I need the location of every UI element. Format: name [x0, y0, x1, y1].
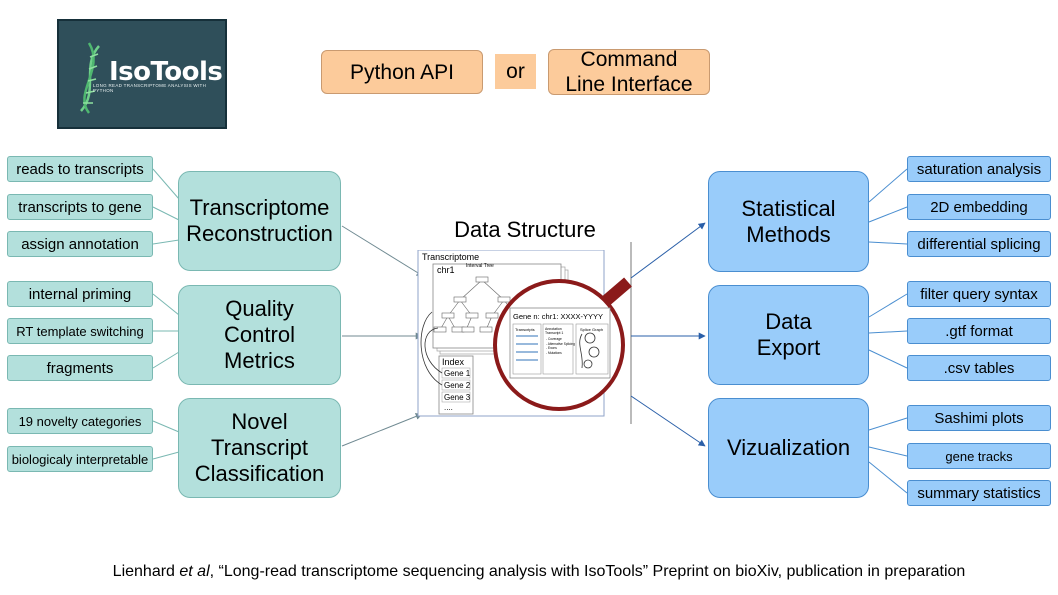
splice-graph-panel-label: Splice Graph: [580, 327, 604, 332]
index-label: Index: [442, 357, 465, 367]
rt-template-switching-item: RT template switching: [7, 318, 153, 344]
citation: Lienhard et al, “Long-read transcriptome…: [0, 563, 1058, 581]
isotools-logo: IsoTools LONG READ TRANSCRIPTOME ANALYSI…: [57, 19, 227, 129]
transcriptome-label: Transcriptome: [422, 252, 480, 262]
sashimi-plots-item: Sashimi plots: [907, 405, 1051, 431]
citation-rest: , “Long-read transcriptome sequencing an…: [209, 563, 966, 580]
filter-query-syntax-item: filter query syntax: [907, 281, 1051, 307]
dna-helix-icon: [80, 42, 100, 114]
annotation-mutations: - Mutations: [546, 350, 562, 355]
2d-embedding-item: 2D embedding: [907, 194, 1051, 220]
saturation-analysis-item: saturation analysis: [907, 156, 1051, 182]
biologicaly-interpretable-item: biologicaly interpretable: [7, 446, 153, 472]
transcriptome-reconstruction-box: Transcriptome Reconstruction: [178, 171, 341, 271]
annotation-panel-label: Annotation Transcript 1: [545, 327, 564, 335]
gene-tracks-item: gene tracks: [907, 443, 1051, 469]
reads-to-transcripts-item: reads to transcripts: [7, 156, 153, 182]
gene-n-header: Gene n: chr1: XXXX-YYYY: [513, 312, 604, 321]
gene-ellipsis-label: ....: [444, 403, 453, 412]
logo-title: IsoTools: [109, 57, 223, 87]
internal-priming-item: internal priming: [7, 281, 153, 307]
vizualization-box: Vizualization: [708, 398, 869, 498]
logo-subtitle: LONG READ TRANSCRIPTOME ANALYSIS WITH PY…: [93, 83, 207, 93]
novel-transcript-classification-box: Novel Transcript Classification: [178, 398, 341, 498]
gene-3-label: Gene 3: [444, 393, 471, 402]
data-export-box: Data Export: [708, 285, 869, 385]
gene-1-label: Gene 1: [444, 369, 471, 378]
quality-control-metrics-box: Quality Control Metrics: [178, 285, 341, 385]
fragments-item: fragments: [7, 355, 153, 381]
statistical-methods-box: Statistical Methods: [708, 171, 869, 272]
interval-tree-label: Interval Tree: [466, 263, 494, 269]
citation-et-al: et al: [179, 563, 210, 580]
transcripts-to-gene-item: transcripts to gene: [7, 194, 153, 220]
python-api-box: Python API: [321, 50, 483, 94]
summary-statistics-item: summary statistics: [907, 480, 1051, 506]
cli-box: Command Line Interface: [548, 48, 710, 96]
annotation-coverage: - Coverage: [546, 337, 562, 341]
gtf-format-item: .gtf format: [907, 318, 1051, 344]
annotation-exons: - Exons: [546, 346, 557, 350]
annotation-alt-splicing: - Alternative Splicing: [546, 341, 575, 346]
csv-tables-item: .csv tables: [907, 355, 1051, 381]
annotation-lines: - Coverage - Alternative Splicing - Exon…: [546, 337, 575, 355]
magnifier-icon: [493, 277, 632, 411]
assign-annotation-item: assign annotation: [7, 231, 153, 257]
differential-splicing-item: differential splicing: [907, 231, 1051, 257]
data-structure-title: Data Structure: [454, 217, 596, 242]
transcripts-panel-label: Transcripts: [515, 327, 535, 332]
novelty-categories-item: 19 novelty categories: [7, 408, 153, 434]
citation-author: Lienhard: [112, 563, 180, 580]
gene-2-label: Gene 2: [444, 381, 471, 390]
chr1-label: chr1: [437, 265, 455, 275]
or-label: or: [495, 54, 536, 89]
